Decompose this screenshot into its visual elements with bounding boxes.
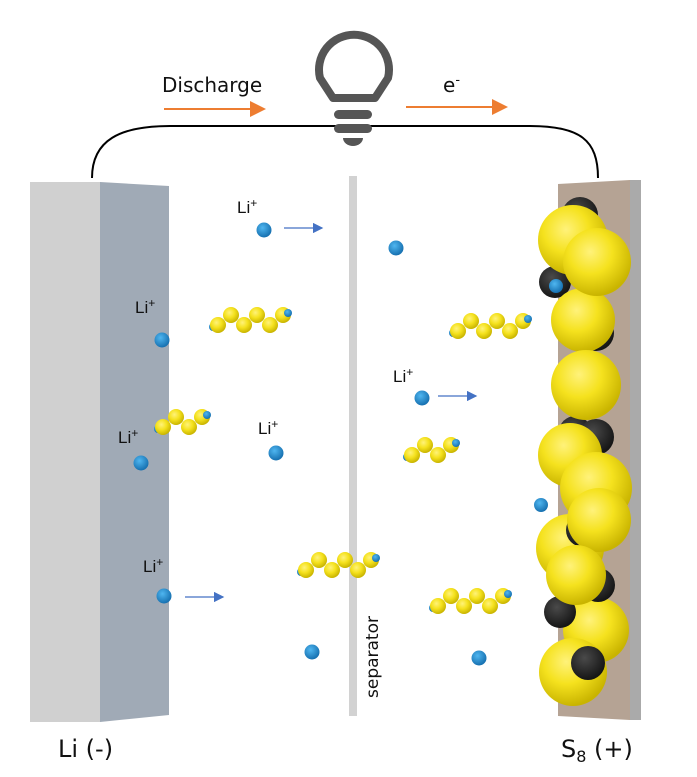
li-ion-label: Li+ (393, 365, 413, 386)
sulfur-atom (430, 598, 446, 614)
sulfur-atom (298, 562, 314, 578)
sulfur-particle (563, 228, 631, 296)
sulfur-atom (417, 437, 433, 453)
carbon-particle (571, 646, 605, 680)
lithium-ion (534, 498, 548, 512)
carbon-particle (544, 596, 576, 628)
sulfur-atom (450, 323, 466, 339)
polysulfide-chain (449, 313, 532, 339)
lithium-ion (133, 455, 149, 471)
circuit-wire (91, 125, 599, 179)
anode-label: Li (-) (58, 735, 113, 763)
sulfur-particle (546, 545, 606, 605)
sulfur-atom (262, 317, 278, 333)
lithium-atom (203, 411, 211, 419)
sulfur-atom (456, 598, 472, 614)
sulfur-atom (168, 409, 184, 425)
lithium-atom (372, 554, 380, 562)
polysulfide-chain (429, 588, 512, 614)
lithium-atom (452, 439, 460, 447)
sulfur-atom (337, 552, 353, 568)
sulfur-atom (404, 447, 420, 463)
li-ion-label: Li+ (135, 296, 155, 317)
polysulfide-chain (209, 307, 292, 333)
sulfur-atom (482, 598, 498, 614)
separator-label: separator (363, 616, 383, 698)
sulfur-atom (223, 307, 239, 323)
lithium-atom (524, 315, 532, 323)
lithium-atom (284, 309, 292, 317)
lithium-ion (268, 445, 284, 461)
lithium-ion (156, 588, 172, 604)
li-ion-label: Li+ (118, 426, 138, 447)
li-ion-label: Li+ (258, 417, 278, 438)
sulfur-particle (551, 288, 615, 352)
lithium-atom (504, 590, 512, 598)
sulfur-atom (236, 317, 252, 333)
lithium-ion (549, 279, 563, 293)
lithium-anode (30, 182, 169, 722)
polysulfide-chain (297, 552, 380, 578)
separator (349, 176, 357, 716)
sulfur-atom (324, 562, 340, 578)
sulfur-particle (567, 488, 631, 552)
li-ion-label: Li+ (237, 196, 257, 217)
sulfur-atom (502, 323, 518, 339)
sulfur-atom (155, 419, 171, 435)
sulfur-atom (311, 552, 327, 568)
polysulfide-chain (403, 437, 460, 463)
cathode-particles (534, 197, 632, 706)
sulfur-atom (489, 313, 505, 329)
sulfur-atom (476, 323, 492, 339)
lithium-ion (471, 650, 487, 666)
polysulfide-chain (154, 409, 211, 435)
sulfur-particle (551, 350, 621, 420)
lithium-ion (414, 390, 430, 406)
sulfur-atom (181, 419, 197, 435)
discharge-label: Discharge (162, 73, 262, 97)
sulfur-atom (350, 562, 366, 578)
sulfur-atom (249, 307, 265, 323)
sulfur-atom (430, 447, 446, 463)
sulfur-atom (443, 588, 459, 604)
sulfur-atom (469, 588, 485, 604)
light-bulb-icon (315, 30, 393, 146)
cathode-label: S8 (+) (561, 735, 633, 766)
electron-label: e- (443, 73, 460, 97)
lithium-ion (154, 332, 170, 348)
sulfur-atom (210, 317, 226, 333)
lithium-ion (304, 644, 320, 660)
li-ion-label: Li+ (143, 555, 163, 576)
lithium-ion (256, 222, 272, 238)
lithium-ion (388, 240, 404, 256)
sulfur-atom (463, 313, 479, 329)
